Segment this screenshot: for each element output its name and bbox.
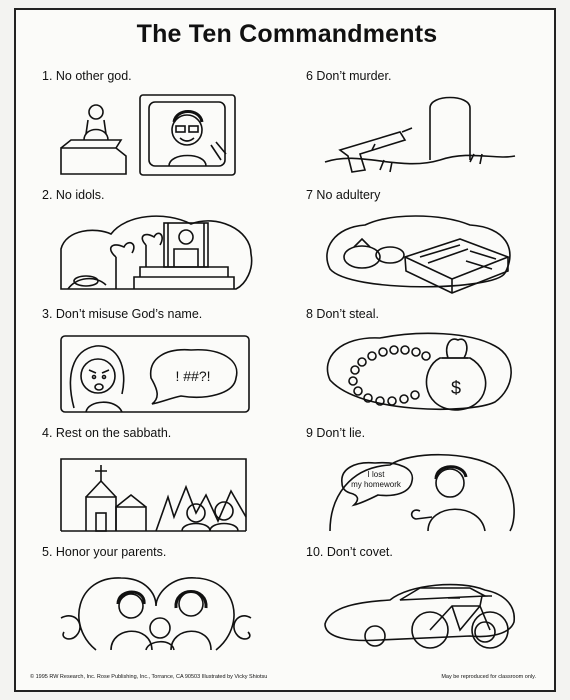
commandment-2: 2. No idols. [42,187,292,306]
commandment-10: 10. Don’t covet. [306,544,556,663]
pearls-moneybag-icon: $ [320,328,520,416]
bubble-text: ! ##?! [175,368,210,384]
commandment-label: 6 Don’t murder. [306,69,392,83]
boy-lie-icon: I lost my homework [320,447,520,535]
commandment-label: 4. Rest on the sabbath. [42,426,172,440]
right-column: 6 Don’t murder. 7 No adultery [306,68,556,663]
commandment-8: 8 Don’t steal. $ [306,306,556,425]
commandment-label: 8 Don’t steal. [306,307,379,321]
commandment-label: 9 Don’t lie. [306,426,366,440]
commandment-label: 7 No adultery [306,188,381,202]
tv-idol-icon [56,90,256,178]
bubble-line-1: I lost [368,470,386,479]
commandment-5: 5. Honor your parents. [42,544,292,663]
temple-icon [56,209,256,297]
commandment-6: 6 Don’t murder. [306,68,556,187]
church-icon [56,447,256,535]
commandment-label: 1. No other god. [42,69,132,83]
commandment-label: 5. Honor your parents. [42,545,167,559]
dollar-sign: $ [451,378,461,398]
worksheet: The Ten Commandments 1. No other god. [14,8,556,692]
page-title: The Ten Commandments [136,20,438,48]
commandment-3: 3. Don’t misuse God’s name. ! ##?! [42,306,292,425]
bubble-line-2: my homework [351,480,402,489]
commandment-7: 7 No adultery [306,187,556,306]
commandment-4: 4. Rest on the sabbath. [42,425,292,544]
copyright-footer: © 1995 RW Research, Inc. Rose Publishing… [30,674,268,680]
ring-book-icon [320,209,520,297]
family-icon [56,566,256,654]
commandment-1: 1. No other god. [42,68,292,187]
angry-woman-icon: ! ##?! [56,328,256,416]
reproduction-note: May be reproduced for classroom only. [441,674,536,680]
commandment-9: 9 Don’t lie. I lost my homework [306,425,556,544]
commandment-label: 2. No idols. [42,188,105,202]
car-bike-icon [320,566,520,654]
commandment-label: 10. Don’t covet. [306,545,393,559]
commandment-label: 3. Don’t misuse God’s name. [42,307,203,321]
pearl-necklace [348,345,431,406]
gun-grave-icon [320,90,520,178]
left-column: 1. No other god. [42,68,292,663]
